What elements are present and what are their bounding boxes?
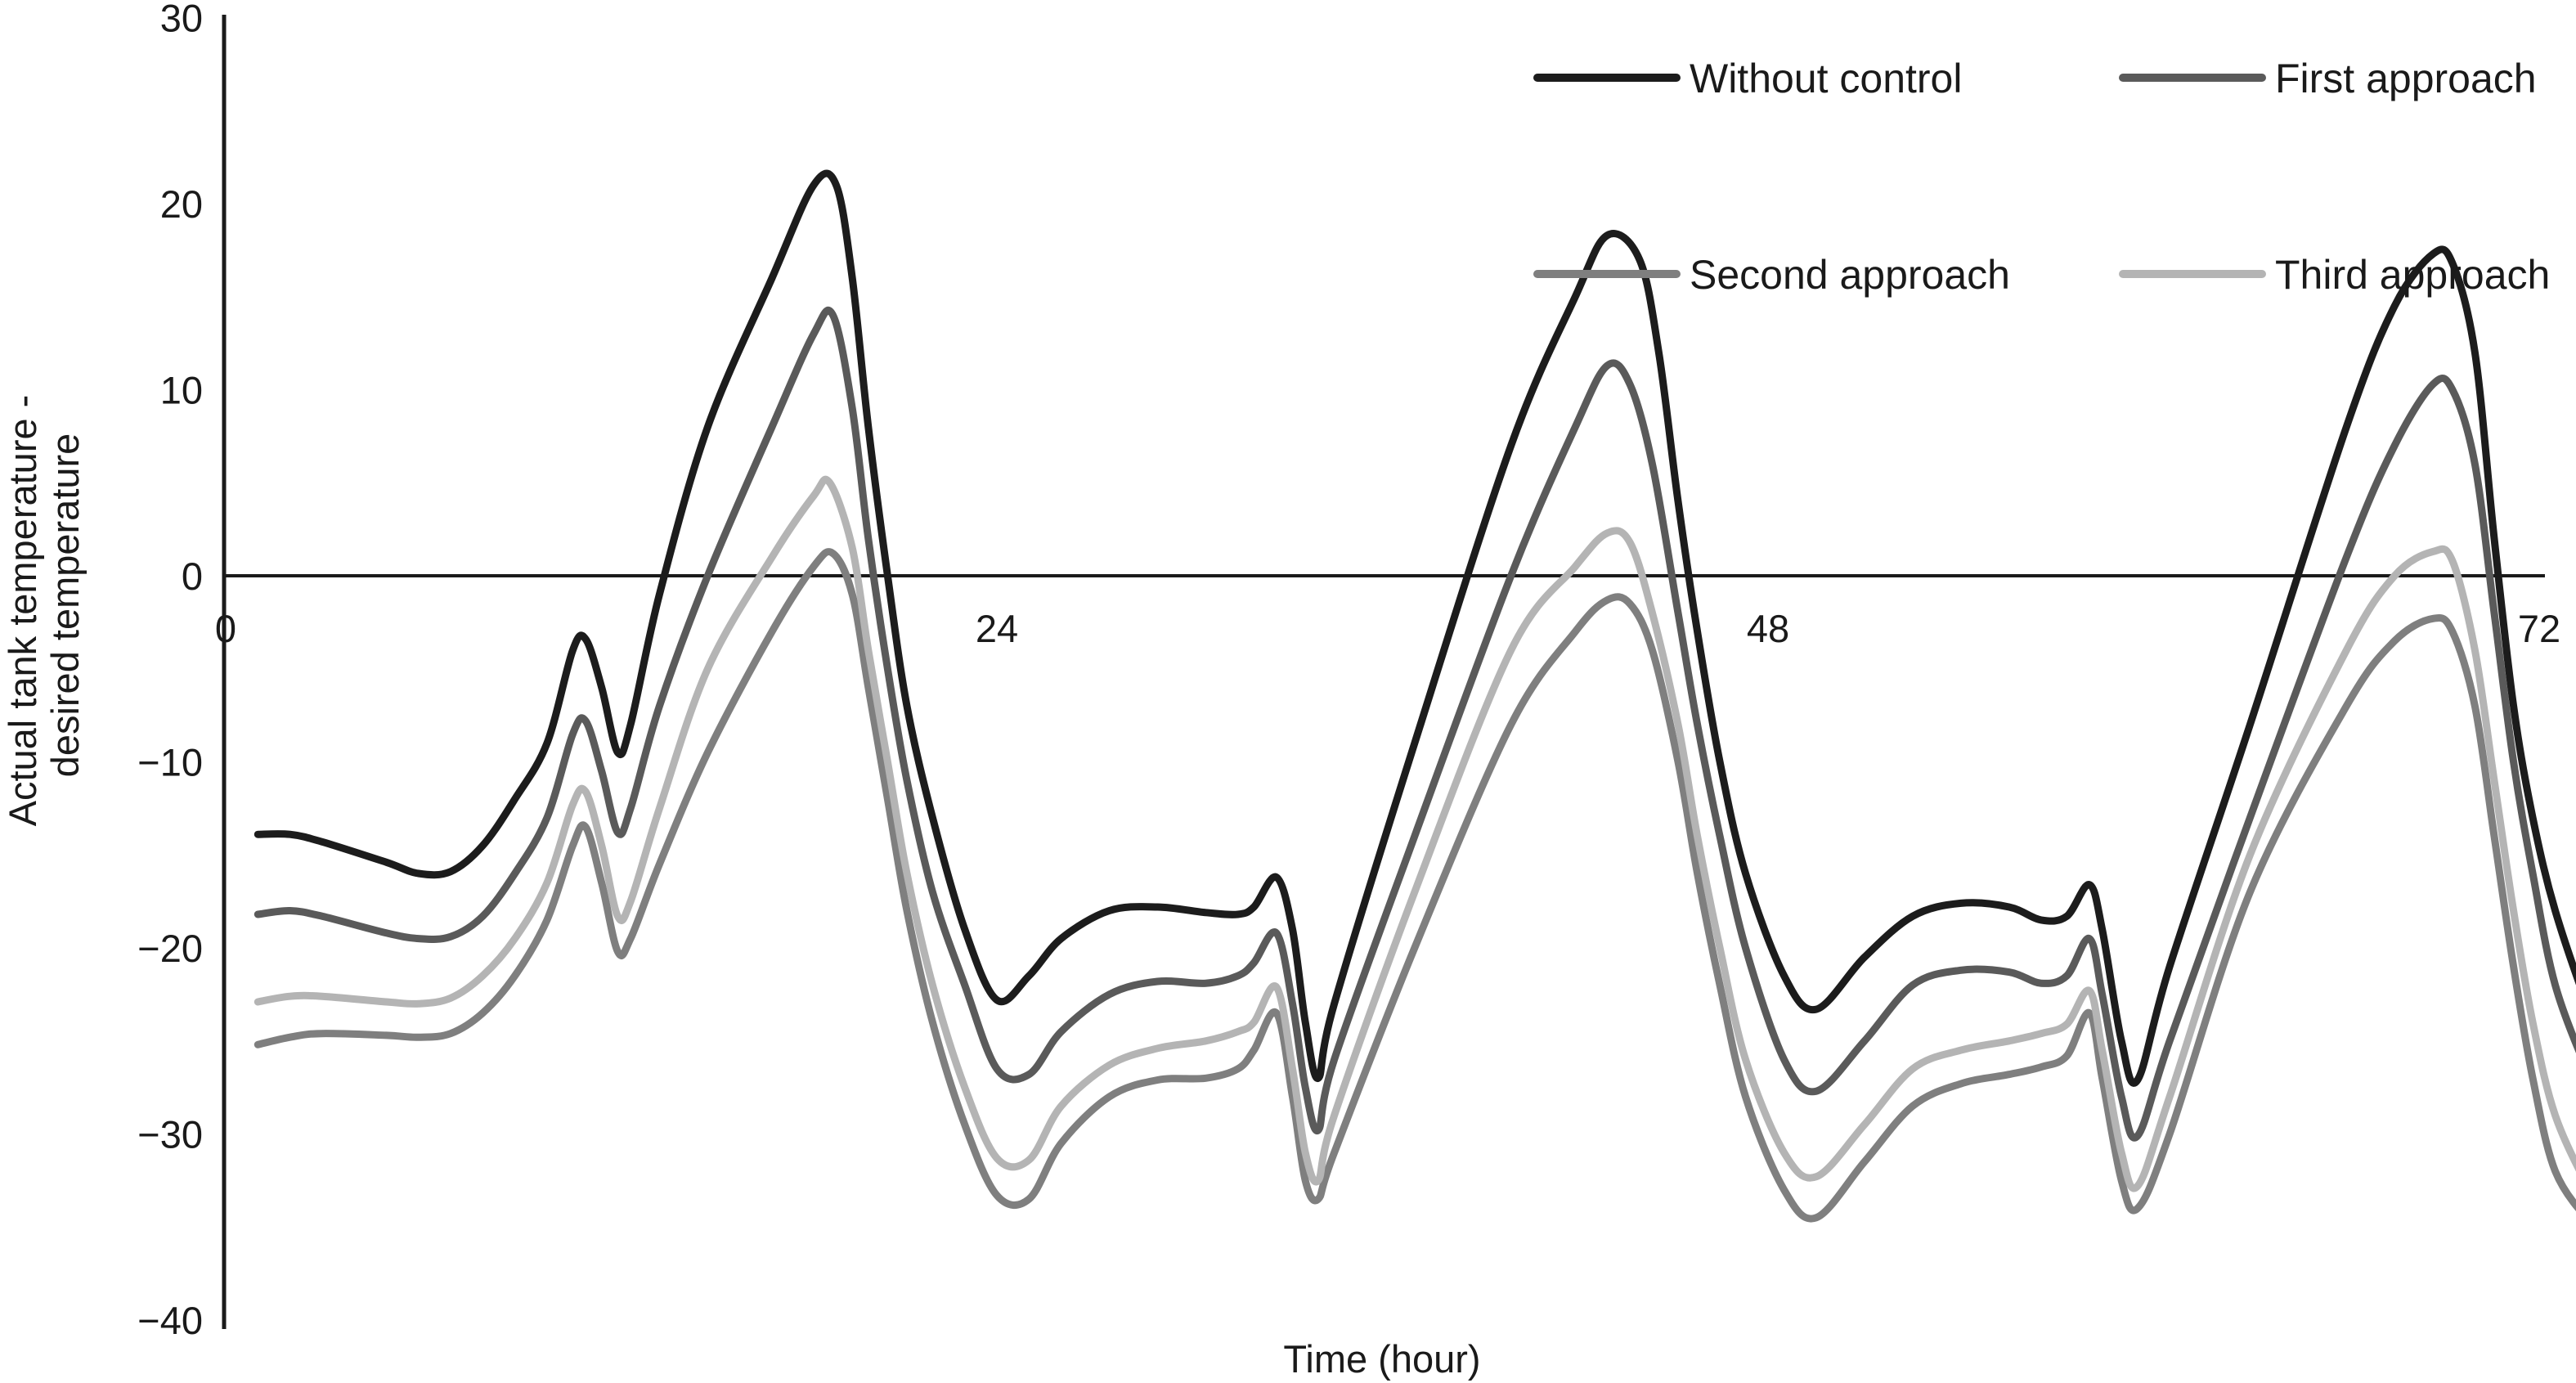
legend-item-third-approach: Third approach <box>2119 252 2550 298</box>
series-line-third-approach <box>254 475 2576 1192</box>
y-tick-label: 30 <box>160 0 203 40</box>
series-line-second-approach <box>254 548 2576 1223</box>
x-tick-label: 72 <box>2518 607 2560 650</box>
legend-item-second-approach: Second approach <box>1533 252 2010 298</box>
x-axis: 0 24 48 72 <box>215 574 2560 650</box>
y-tick-label: −30 <box>137 1113 203 1156</box>
x-tick-label: 24 <box>976 607 1018 650</box>
y-tick-label: 10 <box>160 369 203 412</box>
legend-item-without-control: Without control <box>1533 56 1962 101</box>
y-tick-label: −10 <box>137 741 203 784</box>
legend-label: First approach <box>2275 56 2537 101</box>
legend-item-first-approach: First approach <box>2119 56 2537 101</box>
legend-label: Without control <box>1690 56 1962 101</box>
y-axis: 30 20 10 0 −10 −20 −30 −40 <box>137 0 227 1342</box>
series-lines <box>254 169 2576 1223</box>
x-tick-labels: 0 24 48 72 <box>215 607 2560 650</box>
legend-label: Third approach <box>2275 252 2550 298</box>
legend-label: Second approach <box>1690 252 2010 298</box>
y-axis-title-line-2: desired temperature <box>43 433 87 778</box>
series-line-first-approach <box>254 306 2576 1142</box>
series-line-without-control <box>254 169 2576 1087</box>
y-axis-title: Actual tank temperature - desired temper… <box>1 384 87 827</box>
x-tick-label: 0 <box>215 607 236 650</box>
y-tick-label: −20 <box>137 927 203 970</box>
y-tick-label: 20 <box>160 182 203 226</box>
y-tick-labels: 30 20 10 0 −10 −20 −30 −40 <box>137 0 203 1342</box>
x-tick-label: 48 <box>1747 607 1789 650</box>
x-axis-title: Time (hour) <box>1283 1337 1480 1381</box>
y-tick-label: 0 <box>182 555 203 598</box>
y-tick-label: −40 <box>137 1299 203 1342</box>
y-axis-title-line-1: Actual tank temperature - <box>1 395 44 827</box>
